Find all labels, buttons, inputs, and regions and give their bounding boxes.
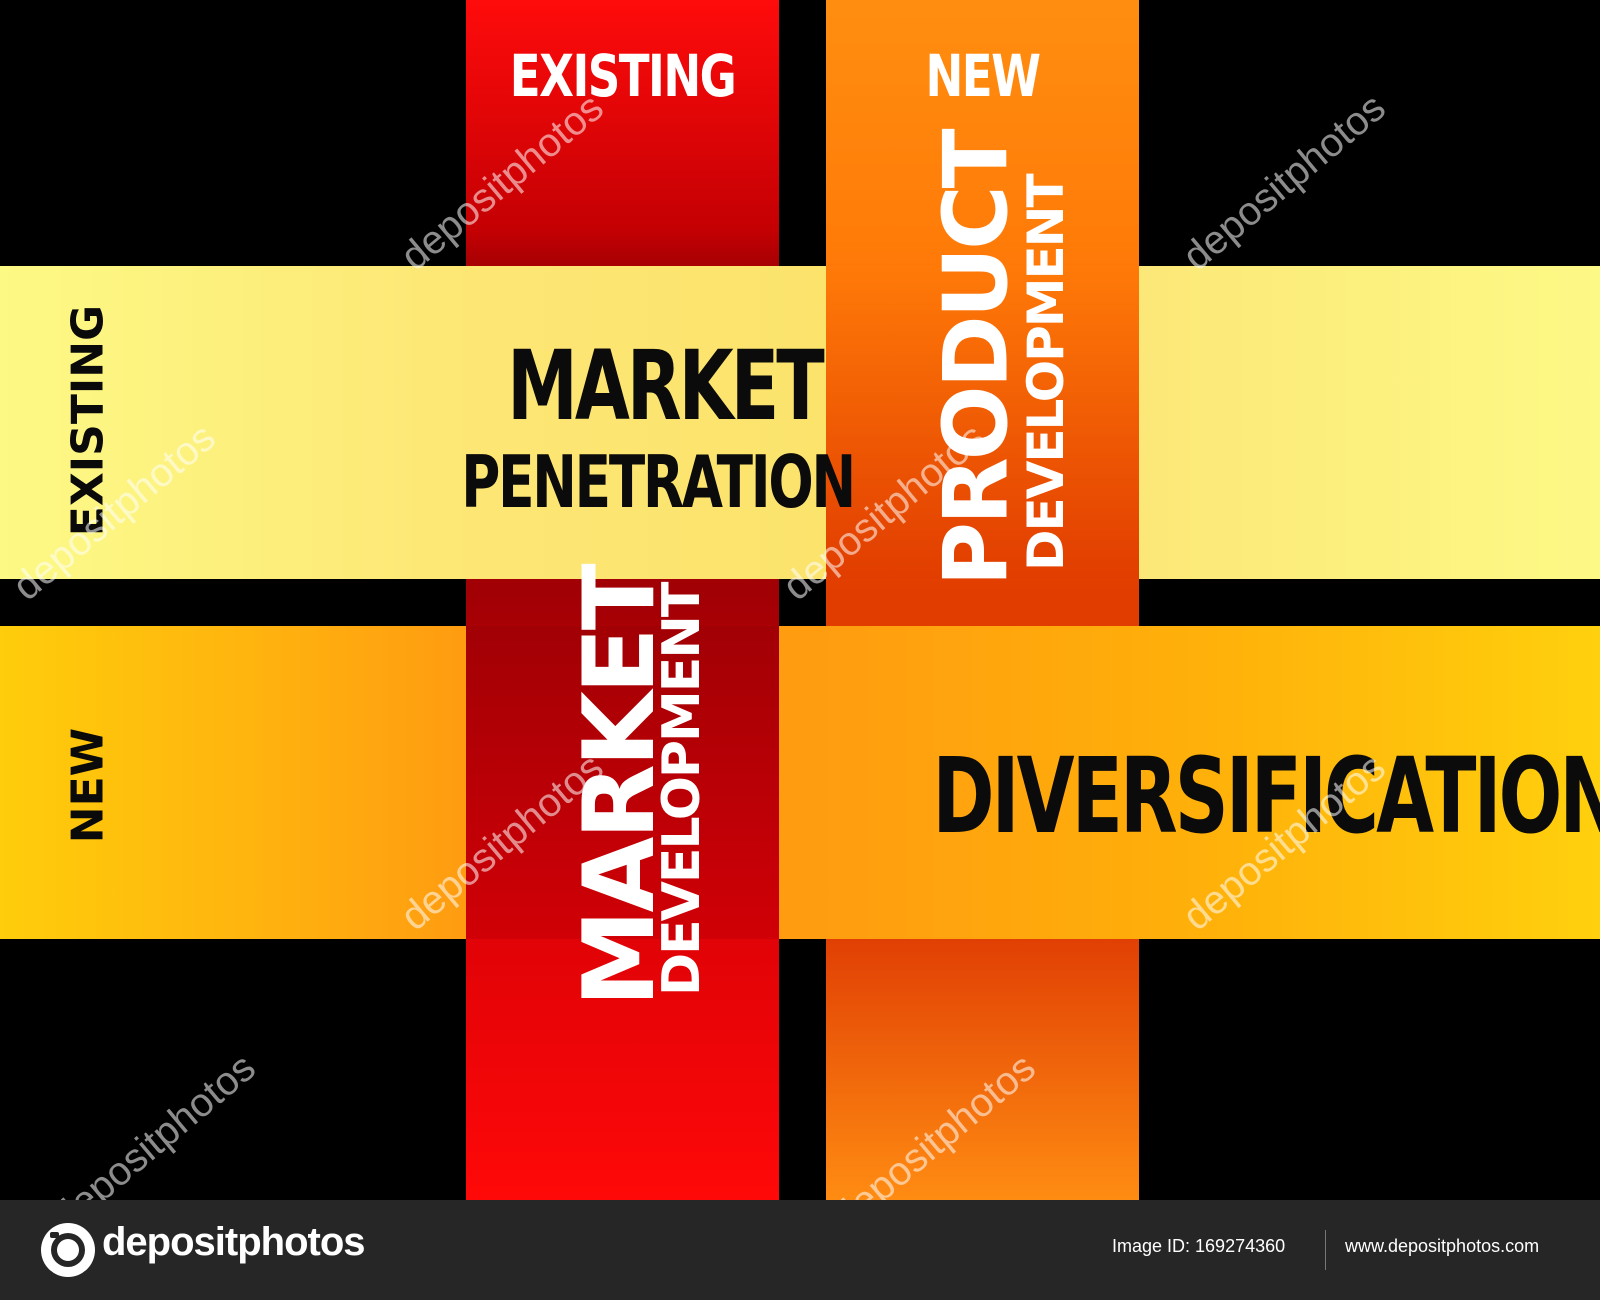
column-band-existing [466, 0, 779, 1200]
product-development-title: PRODUCT [924, 131, 1028, 587]
watermark-text: depositphotos [1174, 85, 1394, 280]
column-header-existing: EXISTING [509, 42, 737, 110]
camera-aperture-icon [41, 1223, 95, 1277]
brand-name[interactable]: depositphotos [102, 1220, 366, 1264]
product-development-subtitle: DEVELOPMENT [1017, 175, 1075, 571]
footer-divider [1325, 1230, 1326, 1270]
column-header-new: NEW [925, 42, 1041, 110]
row-header-new: NEW [62, 727, 114, 844]
column-band-new [826, 0, 1139, 1200]
weave-new-column-over-existing-row [826, 266, 1139, 579]
row-band-existing [0, 266, 1600, 579]
diversification-title: DIVERSIFICATION [932, 735, 1600, 857]
market-penetration-subtitle: PENETRATION [461, 440, 856, 524]
image-id: Image ID: 169274360 [1112, 1236, 1286, 1256]
site-link[interactable]: www.depositphotos.com [1345, 1236, 1540, 1256]
row-band-new [0, 626, 1600, 939]
market-development-subtitle: DEVELOPMENT [652, 583, 712, 996]
footer-bar: depositphotos Image ID: 169274360 www.de… [0, 1200, 1600, 1300]
weave-existing-column-over-new-row [466, 626, 779, 939]
market-penetration-title: MARKET [507, 330, 825, 442]
